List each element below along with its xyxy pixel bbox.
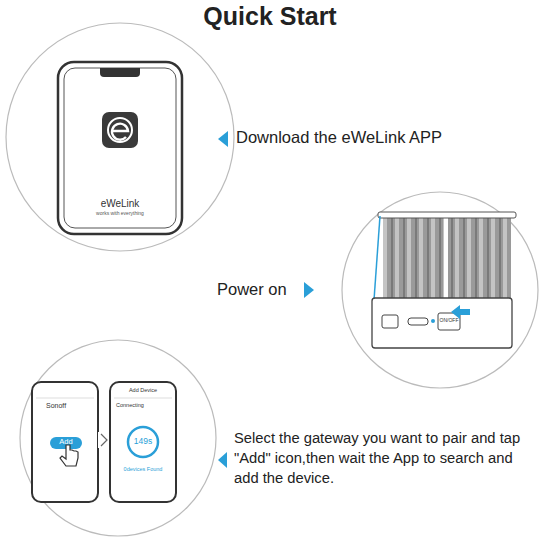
app-tagline: works with everything (96, 211, 144, 217)
pointer-triangle (218, 131, 228, 147)
curtain-rail (378, 212, 516, 218)
step-text: Download the eWeLink APP (236, 128, 442, 147)
blue-arrow (451, 305, 470, 319)
switch-label: ON/OFF (440, 318, 459, 324)
step-text: Select the gateway you want to pair and … (234, 429, 536, 489)
motor-box (372, 298, 512, 348)
app-logo (102, 112, 138, 148)
pointer-triangle (218, 452, 227, 468)
chevron-box (98, 432, 110, 448)
phone (32, 382, 98, 502)
status-text: 0devices Found (124, 466, 163, 472)
title: Quick Start (203, 2, 336, 31)
curtain (383, 218, 511, 300)
button-label: Add (59, 438, 72, 447)
pointer-triangle (304, 282, 314, 298)
step-circle (20, 340, 216, 536)
screen-text: Connecting (116, 402, 144, 408)
screen-header: Add Device (129, 387, 157, 393)
phone (58, 62, 182, 234)
countdown-ring (128, 427, 158, 457)
step-circle (6, 23, 234, 251)
hand-icon (60, 445, 78, 466)
countdown: 149s (134, 437, 152, 447)
step-circle (342, 192, 538, 388)
phone (110, 382, 176, 502)
step-text: Power on (217, 280, 287, 299)
screen-text: Sonoff (46, 402, 66, 410)
app-name: eWeLink (101, 198, 140, 210)
